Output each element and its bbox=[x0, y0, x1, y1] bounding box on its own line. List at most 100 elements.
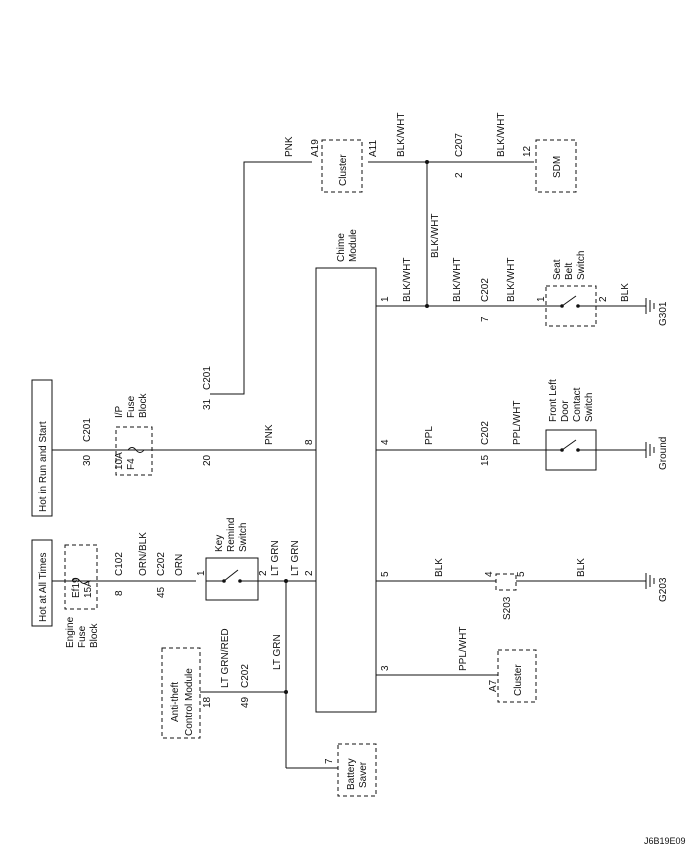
ground-door: Ground bbox=[645, 437, 669, 470]
pin-1-key: 1 bbox=[196, 570, 207, 576]
pin-12: 12 bbox=[522, 145, 533, 157]
engine-fuse-block-label-3: Block bbox=[89, 623, 100, 648]
key-remind-switch-label-1: Key bbox=[214, 535, 225, 552]
door-contact-switch: Front Left Door Contact Switch bbox=[545, 379, 597, 471]
key-remind-switch-label-3: Switch bbox=[238, 523, 249, 552]
connector-c202-left: C202 bbox=[156, 552, 167, 576]
wire-blk-s203: BLK bbox=[434, 558, 445, 577]
cluster-bottom: Cluster bbox=[497, 649, 537, 703]
pin-31: 31 bbox=[202, 398, 213, 410]
wire-blk-wht-sdm: BLK/WHT bbox=[496, 113, 507, 157]
connector-c207: C207 bbox=[454, 133, 465, 157]
wire-ppl: PPL bbox=[424, 426, 435, 445]
s203-box bbox=[495, 573, 517, 591]
sdm-label: SDM bbox=[552, 156, 563, 178]
battery-saver: Battery Saver bbox=[337, 743, 377, 797]
sdm-module: SDM bbox=[535, 139, 577, 193]
seat-belt-switch-label-1: Seat bbox=[552, 259, 563, 280]
fuse-f4-label: F4 bbox=[126, 458, 137, 470]
pin-20: 20 bbox=[202, 454, 213, 466]
antitheft-label-2: Control Module bbox=[184, 668, 195, 736]
wire-blk-wht-vertical: BLK/WHT bbox=[430, 214, 441, 258]
wires bbox=[52, 161, 646, 769]
pin-8-chime: 8 bbox=[304, 439, 315, 445]
pin-2-key: 2 bbox=[258, 570, 269, 576]
pin-a19: A19 bbox=[310, 139, 321, 157]
hot-in-run-and-start-label: Hot in Run and Start bbox=[38, 421, 49, 512]
wire-blk-wht-c202: BLK/WHT bbox=[452, 258, 463, 302]
wire-pnk-mid: PNK bbox=[264, 424, 275, 445]
wire-lt-grn-1: LT GRN bbox=[270, 540, 281, 576]
fuse-ef19-label: Ef19 bbox=[71, 577, 82, 598]
ground-g203: G203 bbox=[645, 573, 669, 602]
battery-saver-label-2: Saver bbox=[358, 761, 369, 788]
hot-at-all-times-box: Hot at All Times bbox=[31, 539, 53, 627]
key-remind-switch: Key Remind Switch bbox=[205, 518, 259, 601]
wire-blk-wht-seat: BLK/WHT bbox=[506, 258, 517, 302]
cluster-bottom-label: Cluster bbox=[513, 664, 524, 696]
connector-c202-seat: C202 bbox=[480, 278, 491, 302]
wire-blk-g203: BLK bbox=[576, 558, 587, 577]
connector-c201-mid: C201 bbox=[202, 366, 213, 390]
pin-15-c202: 15 bbox=[480, 454, 491, 466]
ground-g203-label: G203 bbox=[658, 577, 669, 602]
battery-saver-label-1: Battery bbox=[346, 758, 357, 790]
connector-c102: C102 bbox=[114, 552, 125, 576]
pin-8: 8 bbox=[114, 590, 125, 596]
chime-module-label-1: Chime bbox=[336, 233, 347, 262]
pin-7-battery: 7 bbox=[324, 758, 335, 764]
connector-c202-door: C202 bbox=[480, 421, 491, 445]
pin-45: 45 bbox=[156, 586, 167, 598]
cluster-top-label: Cluster bbox=[338, 154, 349, 186]
wire-ppl-wht-cluster: PPL/WHT bbox=[458, 627, 469, 671]
chime-module: Chime Module bbox=[315, 229, 377, 713]
pin-2-chime: 2 bbox=[304, 570, 315, 576]
ip-fuse-block-label-2: Fuse bbox=[126, 395, 137, 418]
engine-fuse-block-label-2: Fuse bbox=[77, 625, 88, 648]
door-switch-label-4: Switch bbox=[584, 393, 595, 422]
wire-lt-grn-2: LT GRN bbox=[290, 540, 301, 576]
wire-pnk-top: PNK bbox=[284, 136, 295, 157]
seat-belt-switch-label-3: Switch bbox=[576, 251, 587, 280]
pin-1-seat: 1 bbox=[536, 296, 547, 302]
chime-module-label-2: Module bbox=[348, 229, 359, 262]
pin-4-s203: 4 bbox=[484, 571, 495, 577]
door-switch-label-3: Contact bbox=[572, 387, 583, 422]
seat-belt-switch-label-2: Belt bbox=[564, 263, 575, 280]
fuse-15a-label: 15A bbox=[83, 580, 94, 598]
antitheft-label-1: Anti-theft bbox=[170, 682, 181, 722]
key-remind-switch-label-2: Remind bbox=[226, 518, 237, 552]
diagram-id: J6B19E09 bbox=[644, 836, 686, 846]
pin-4-chime: 4 bbox=[380, 439, 391, 445]
splice-lt-grn-antitheft bbox=[284, 690, 288, 694]
splice-s203-label: S203 bbox=[502, 596, 513, 620]
pin-a11: A11 bbox=[368, 140, 379, 157]
ip-fuse-block-label-3: Block bbox=[138, 393, 149, 418]
pin-2-c207: 2 bbox=[454, 172, 465, 178]
pin-5-chime: 5 bbox=[380, 571, 391, 577]
ground-g301: G301 bbox=[645, 298, 669, 326]
wire-lt-grn-vertical: LT GRN bbox=[272, 634, 283, 670]
pin-1-chime: 1 bbox=[380, 296, 391, 302]
splice-blk-wht bbox=[425, 304, 429, 308]
wire-ppl-wht-door: PPL/WHT bbox=[512, 401, 523, 445]
pin-30: 30 bbox=[82, 454, 93, 466]
pin-18: 18 bbox=[202, 696, 213, 708]
wire-orn: ORN bbox=[174, 554, 185, 576]
door-switch-label-1: Front Left bbox=[548, 379, 559, 422]
pin-5-s203: 5 bbox=[516, 571, 527, 577]
hot-at-all-times-label: Hot at All Times bbox=[38, 553, 49, 622]
ground-g301-label: G301 bbox=[658, 301, 669, 326]
fuse-10a-label: 10A bbox=[114, 452, 125, 470]
pin-2-seat: 2 bbox=[598, 296, 609, 302]
door-switch-label-2: Door bbox=[560, 400, 571, 422]
pin-3-chime: 3 bbox=[380, 665, 391, 671]
engine-fuse-block: Engine Fuse Block Ef19 15A bbox=[64, 544, 100, 648]
ip-fuse-block: I/P Fuse Block F4 10A bbox=[114, 393, 153, 476]
wire-blk-wht-top: BLK/WHT bbox=[396, 113, 407, 157]
splice-blk-wht-top bbox=[425, 160, 429, 164]
pin-7-c202: 7 bbox=[480, 316, 491, 322]
connector-c201-top: C201 bbox=[82, 418, 93, 442]
splice-lt-grn bbox=[284, 579, 288, 583]
